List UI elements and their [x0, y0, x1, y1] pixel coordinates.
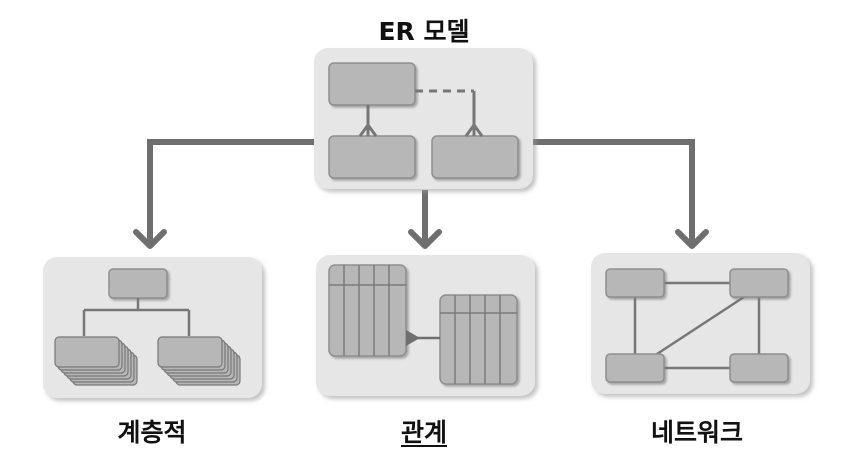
hierarchy-lines [82, 298, 191, 336]
er-model-label: ER 모델 [378, 17, 470, 46]
arrowhead-network [675, 229, 709, 249]
network-node [591, 253, 810, 394]
arrowheads [133, 229, 709, 249]
er-entity-bottom-right [431, 135, 519, 179]
hierarchy-root-box [108, 268, 168, 299]
relational-link [406, 330, 440, 346]
er-entity-top [328, 62, 416, 106]
arrowhead-hierarchical [133, 229, 167, 249]
hierarchy-child-stack-right [157, 336, 241, 386]
er-model-node [314, 48, 533, 189]
relational-table-right [439, 294, 518, 385]
network-box-top-left [605, 268, 665, 298]
relational-label: 관계 [400, 418, 448, 447]
er-relationship-lines [358, 89, 484, 137]
hierarchy-child-stack-left [54, 336, 138, 386]
arrowhead-relational [408, 229, 442, 249]
connector-to-network [532, 139, 695, 243]
relational-node [316, 255, 535, 396]
hierarchical-label: 계층적 [117, 418, 187, 447]
connector-to-hierarchical [147, 139, 315, 243]
network-box-bottom-right [729, 353, 789, 383]
network-links [633, 281, 761, 370]
hierarchical-node [43, 257, 262, 398]
network-box-top-right [729, 268, 789, 298]
network-label: 네트워크 [650, 418, 744, 447]
relational-table-left [328, 264, 407, 357]
er-entity-bottom-left [328, 135, 416, 179]
network-box-bottom-left [605, 353, 665, 383]
connectors [147, 139, 695, 243]
